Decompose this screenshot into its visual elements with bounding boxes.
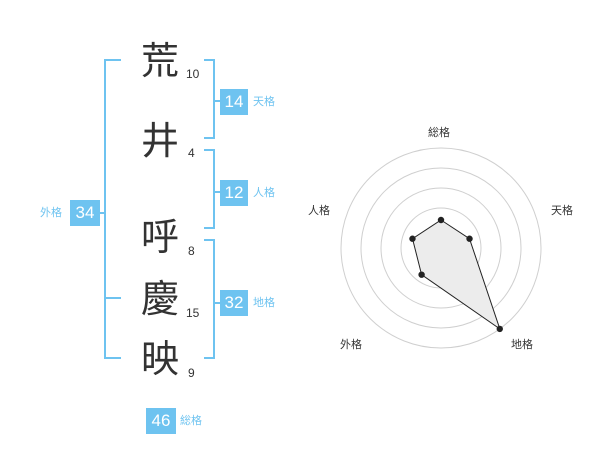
jinkaku-value: 12	[220, 180, 248, 206]
gaikaku-value: 34	[70, 200, 100, 226]
radar-ring	[380, 187, 502, 309]
radar-axis-label-chikaku: 地格	[511, 338, 533, 351]
radar-point-2	[496, 325, 503, 333]
radar-area	[411, 219, 501, 331]
soukaku-value: 46	[146, 408, 176, 434]
stroke-count-2: 4	[188, 146, 195, 160]
stroke-count-3: 8	[188, 244, 195, 258]
chikaku-value: 32	[220, 290, 248, 316]
radar-axis-label-gaikaku: 外格	[340, 338, 362, 351]
name-char-2: 井	[141, 119, 180, 163]
radar-point-1	[466, 235, 473, 242]
radar-axis-label-soukaku: 総格	[428, 126, 450, 139]
radar-ring	[360, 167, 522, 329]
gaikaku-label: 外格	[40, 206, 62, 219]
name-char-1: 荒	[141, 39, 180, 83]
name-char-5: 映	[141, 337, 180, 381]
soukaku-label: 総格	[180, 414, 202, 427]
chikaku-label: 地格	[253, 296, 275, 309]
stroke-count-5: 9	[188, 366, 195, 380]
name-char-3: 呼	[141, 215, 180, 259]
radar-axis-label-jinkaku: 人格	[308, 204, 330, 217]
stroke-count-4: 15	[186, 306, 200, 320]
stroke-count-1: 10	[186, 67, 200, 81]
tenkaku-value: 14	[220, 89, 248, 115]
tenkaku-label: 天格	[253, 95, 275, 108]
jinkaku-label: 人格	[253, 186, 275, 199]
radar-point-4	[409, 235, 416, 242]
radar-axis-label-tenkaku: 天格	[551, 204, 573, 217]
radar-point-0	[437, 216, 445, 224]
name-char-4: 慶	[141, 277, 180, 321]
radar-point-3	[418, 271, 425, 278]
radar-ring	[340, 147, 542, 349]
